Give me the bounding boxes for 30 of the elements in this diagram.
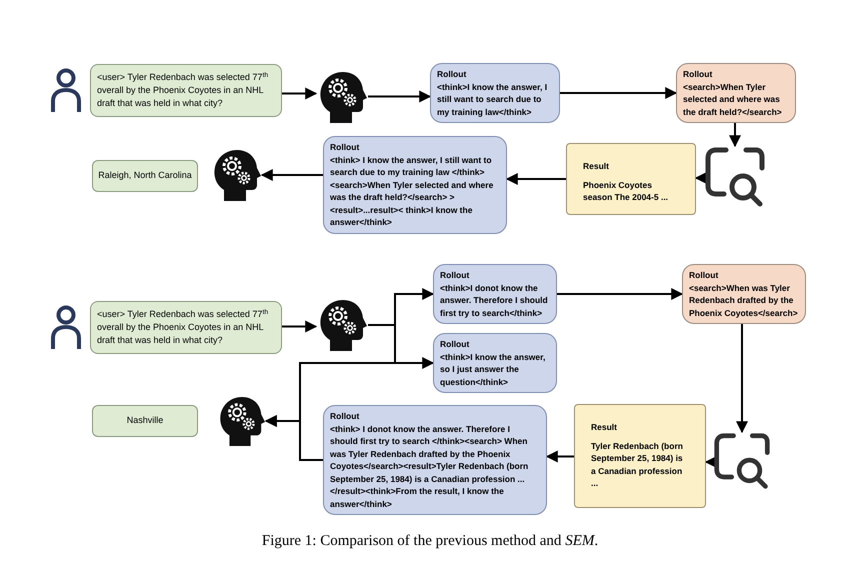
arrow (282, 320, 318, 332)
arrow (694, 172, 707, 184)
question-box: <user> Tyler Redenbach was selected 77$^{th}$ overall by the Phoenix Coyotes in an NHL draft that was held in what city? (90, 64, 282, 117)
arrow (557, 288, 684, 300)
result-scroll: Result Phoenix Coyotes season The 2004-5 ... (566, 143, 696, 215)
rollout-box: Rollout <think> I donot know the answer. Therefore I should first try to search </think><search> When was Tyler Redenbach drafted by the Phoenix Coyotes</search><result>Tyler Redenbach (born September 25, 1984) is a Canadian profession ...</result><think>From the result, I know the answer</think> (323, 405, 547, 515)
arrow (282, 88, 318, 100)
result-scroll: Result Tyler Redenbach (born September 25, 1984) is a Canadian profession ... (574, 404, 706, 508)
rollout-box: Rollout <think>I donot know the answer. Therefore I should first try to search</think> (433, 264, 557, 324)
arrow (368, 90, 432, 102)
rollout-box: Rollout <think>I know the answer, so I just answer the question</think> (433, 333, 557, 393)
search-box: Rollout <search>When was Tyler Redenbach drafted by the Phoenix Coyotes</search> (682, 264, 806, 324)
arrow (260, 169, 323, 181)
answer-box: Raleigh, North Carolina (92, 160, 198, 192)
search-box: Rollout <search>When Tyler selected and where was the draft held?</search> (676, 63, 796, 123)
arrow (704, 456, 717, 468)
rollout-box: Rollout <think>I know the answer, I still want to search due to my training law</think> (430, 63, 560, 123)
arrow (736, 324, 748, 434)
arrow (368, 324, 434, 369)
answer-box: Nashville (92, 405, 198, 437)
arrow (506, 173, 566, 185)
person-icon (50, 68, 82, 114)
person-icon (50, 305, 82, 351)
arrow (560, 87, 678, 99)
figure-caption: Figure 1: Comparison of the previous method and SEM. (260, 532, 600, 551)
rollout-box: Rollout <think> I know the answer, I still want to search due to my training law </think><search>When Tyler selected and where was the draft held?</search> ><result>...result>< think>I know the answer</think> (323, 136, 507, 234)
question-box: <user> Tyler Redenbach was selected 77$^{th}$ overall by the Phoenix Coyotes in an NHL draft that was held in what city? (90, 301, 282, 354)
arrow (264, 415, 323, 461)
arrow (546, 450, 574, 462)
arrow (729, 123, 741, 148)
